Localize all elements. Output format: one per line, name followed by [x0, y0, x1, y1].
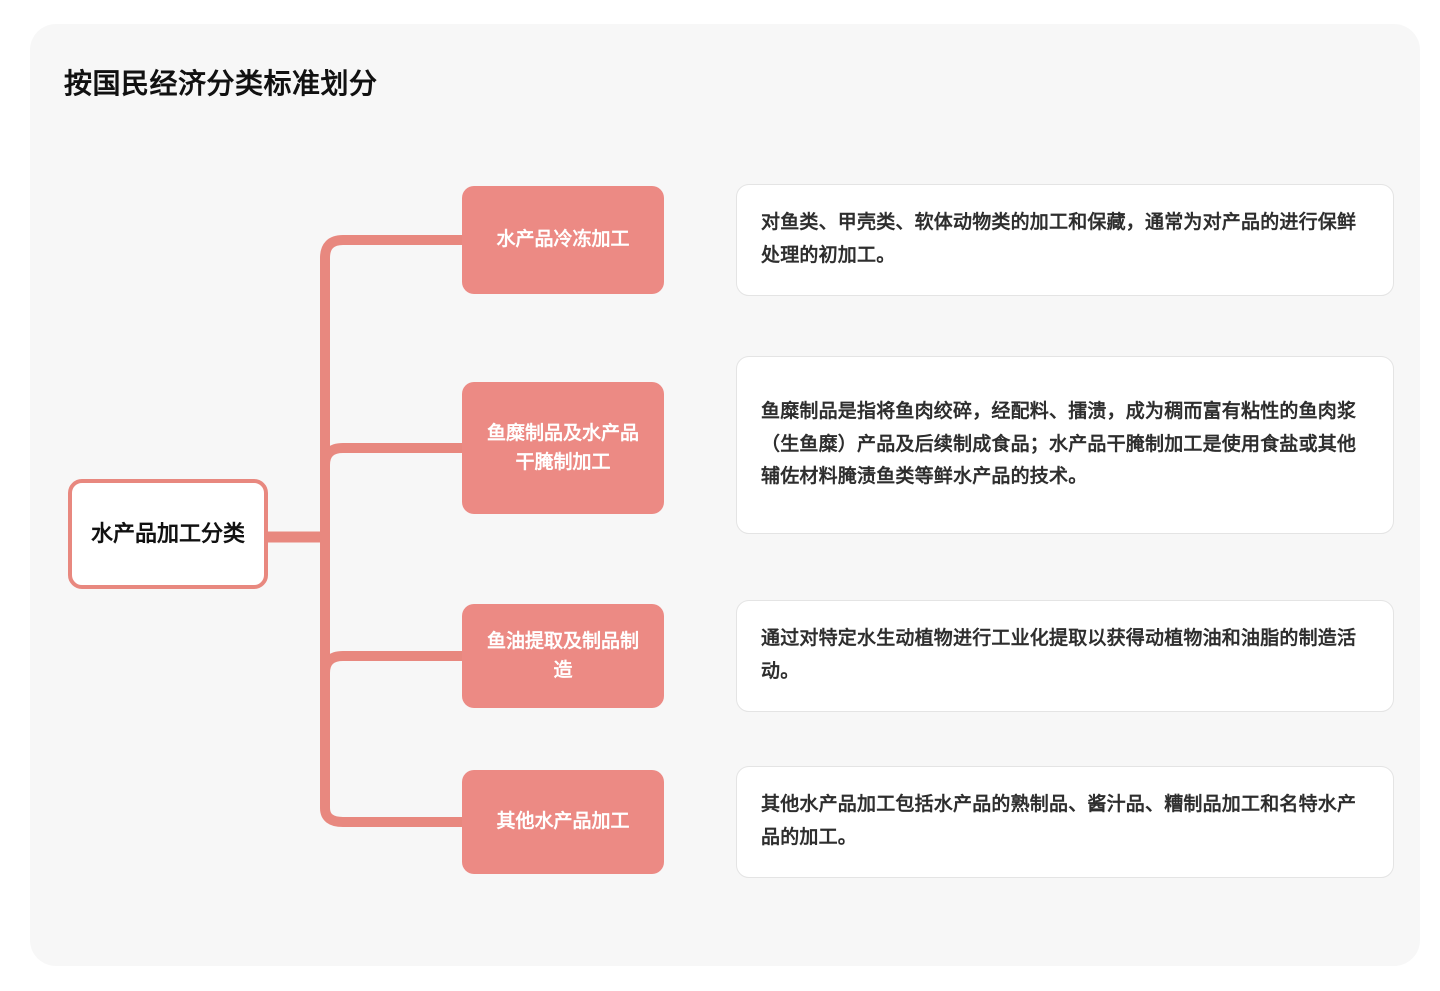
root-node[interactable]: 水产品加工分类 — [68, 479, 268, 589]
page-title: 按国民经济分类标准划分 — [64, 68, 378, 99]
description-box-4: 其他水产品加工包括水产品的熟制品、酱汁品、糟制品加工和名特水产品的加工。 — [736, 766, 1394, 878]
description-box-3-text: 通过对特定水生动植物进行工业化提取以获得动植物油和油脂的制造活动。 — [761, 628, 1357, 682]
description-box-4-text: 其他水产品加工包括水产品的熟制品、酱汁品、糟制品加工和名特水产品的加工。 — [761, 794, 1357, 848]
branch-node-2[interactable]: 鱼糜制品及水产品干腌制加工 — [462, 382, 664, 514]
description-box-2: 鱼糜制品是指将鱼肉绞碎，经配料、擂溃，成为稠而富有粘性的鱼肉浆（生鱼糜）产品及后… — [736, 356, 1394, 534]
branch-node-4[interactable]: 其他水产品加工 — [462, 770, 664, 874]
description-box-1-text: 对鱼类、甲壳类、软体动物类的加工和保藏，通常为对产品的进行保鲜处理的初加工。 — [761, 212, 1357, 266]
description-box-2-text: 鱼糜制品是指将鱼肉绞碎，经配料、擂溃，成为稠而富有粘性的鱼肉浆（生鱼糜）产品及后… — [761, 400, 1357, 488]
branch-node-3-label: 鱼油提取及制品制造 — [486, 630, 639, 681]
branch-node-3[interactable]: 鱼油提取及制品制造 — [462, 604, 664, 708]
description-box-1: 对鱼类、甲壳类、软体动物类的加工和保藏，通常为对产品的进行保鲜处理的初加工。 — [736, 184, 1394, 296]
description-box-3: 通过对特定水生动植物进行工业化提取以获得动植物油和油脂的制造活动。 — [736, 600, 1394, 712]
root-node-label: 水产品加工分类 — [90, 521, 245, 547]
branch-node-4-label: 其他水产品加工 — [496, 811, 630, 833]
branch-node-1[interactable]: 水产品冷冻加工 — [462, 186, 664, 294]
branch-node-1-label: 水产品冷冻加工 — [496, 229, 630, 251]
branch-node-2-label: 鱼糜制品及水产品干腌制加工 — [486, 422, 639, 473]
